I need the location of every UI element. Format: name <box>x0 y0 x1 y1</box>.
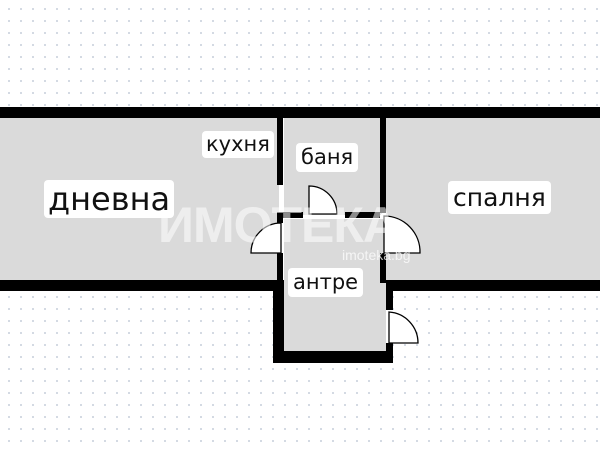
entrance-door <box>388 311 419 344</box>
bedroom-door <box>383 215 421 254</box>
room-label-living: дневна <box>44 180 175 218</box>
watermark-site: imoteka.bg <box>342 247 411 263</box>
room-label-kitchen: кухня <box>202 131 274 158</box>
bathroom-door <box>308 185 338 215</box>
kitchen-door <box>250 222 282 254</box>
watermark-brand: ИМОТЕКА <box>158 197 399 253</box>
room-label-hallway: антре <box>288 268 364 297</box>
walls <box>0 107 600 363</box>
doors <box>250 185 421 344</box>
room-label-bedroom: спалня <box>448 181 551 214</box>
room-label-bathroom: баня <box>296 143 359 172</box>
